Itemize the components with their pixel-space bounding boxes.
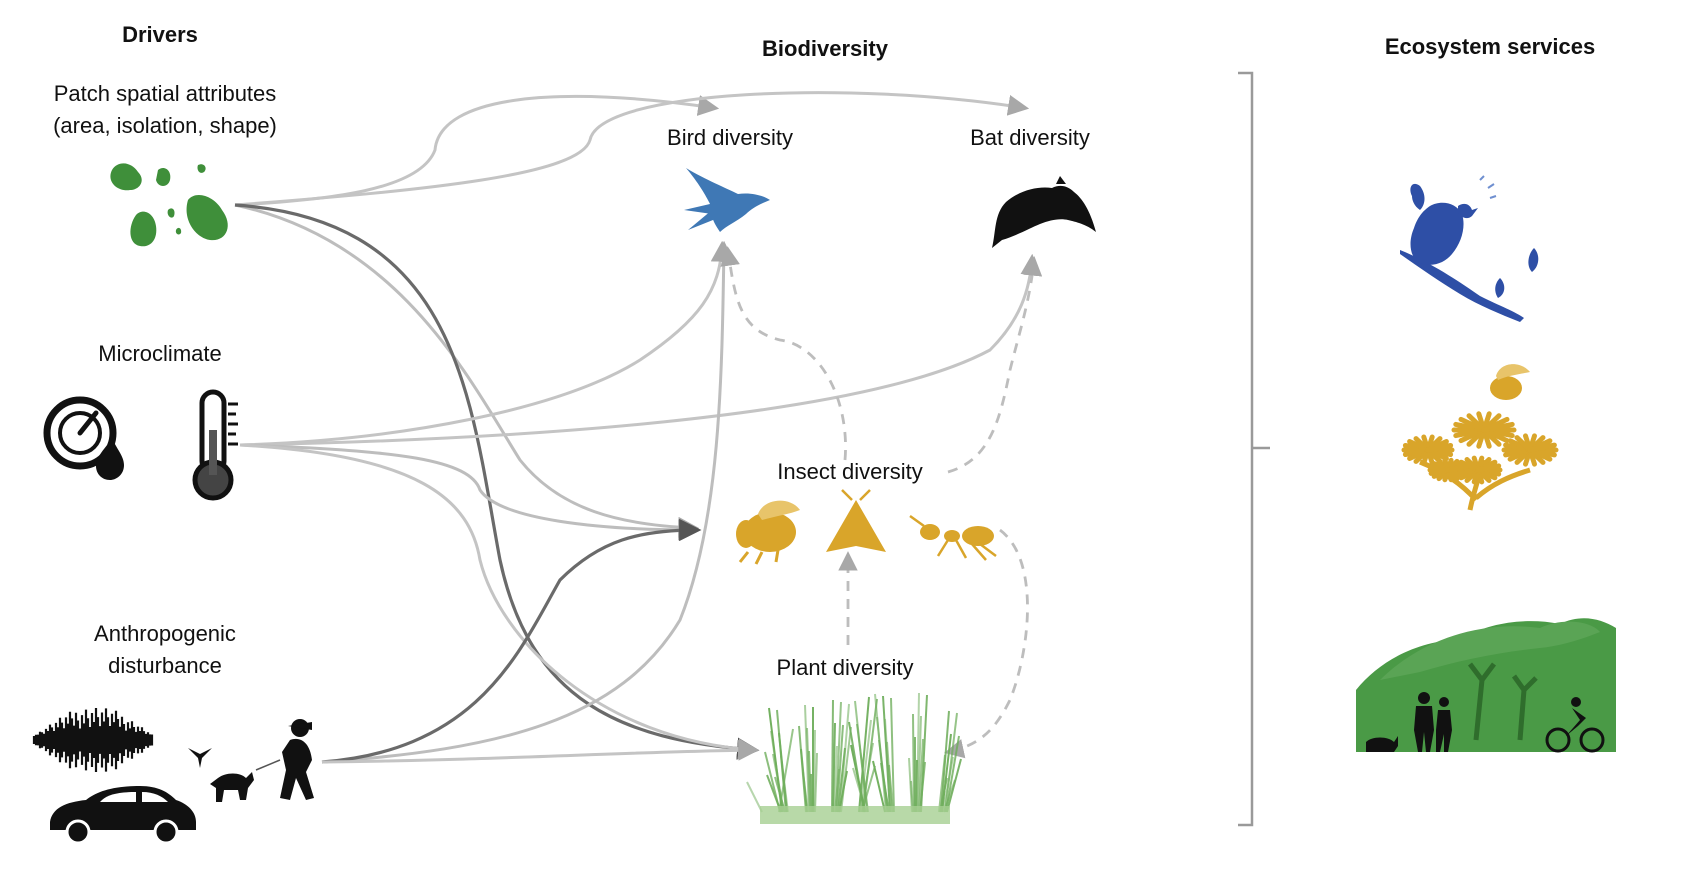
arrows-from-microclimate xyxy=(239,240,1042,760)
bee-icon xyxy=(736,500,800,565)
pressure-humidity-gauge-icon xyxy=(43,396,124,480)
patch-label-line1: Patch spatial attributes xyxy=(53,81,277,106)
arrows-from-anthropogenic xyxy=(321,240,760,764)
dashed-insect-to-bird xyxy=(720,246,847,461)
trophic-links xyxy=(720,246,1043,759)
biodiversity-header: Biodiversity xyxy=(762,36,888,61)
microclimate-label: Microclimate xyxy=(98,341,222,366)
anthro-label-line2: disturbance xyxy=(108,653,222,678)
moth-icon xyxy=(826,489,886,552)
arrow-anthro-to-bird xyxy=(321,240,735,764)
dashed-insect-to-bat xyxy=(947,256,1043,474)
patch-blobs-icon xyxy=(110,163,228,247)
services-bracket xyxy=(1238,71,1270,827)
bat-diversity-label: Bat diversity xyxy=(970,125,1090,150)
ecosystem-services-header: Ecosystem services xyxy=(1384,34,1596,59)
drone-icon xyxy=(188,748,212,768)
arrow-anthro-to-plant xyxy=(321,739,760,764)
bat-icon xyxy=(992,176,1096,248)
car-icon xyxy=(50,786,196,845)
sound-wave-icon xyxy=(32,708,154,772)
arrow-micro-to-bird xyxy=(239,240,732,447)
bird-diversity-label: Bird diversity xyxy=(667,125,793,150)
arrow-micro-to-insect xyxy=(239,443,700,541)
plant-diversity-label: Plant diversity xyxy=(776,655,914,680)
people-in-park-icon xyxy=(1356,618,1616,753)
anthro-label-line1: Anthropogenic xyxy=(94,621,236,646)
arrow-patch-to-bat xyxy=(234,91,1030,207)
thermometer-icon xyxy=(192,389,238,501)
swallow-bird-icon xyxy=(684,168,770,232)
bee-on-flower-icon xyxy=(1401,364,1559,511)
drivers-header: Drivers xyxy=(122,22,198,47)
grass-plants-icon xyxy=(746,692,962,824)
patch-attributes-label: Patch spatial attributes (area, isolatio… xyxy=(30,78,300,142)
arrow-micro-to-plant xyxy=(239,443,760,760)
anthropogenic-disturbance-label: Anthropogenic disturbance xyxy=(60,618,270,682)
insect-diversity-label: Insect diversity xyxy=(777,459,923,484)
arrow-anthro-to-insect xyxy=(321,518,702,764)
singing-bird-on-branch-icon xyxy=(1400,175,1539,322)
arrow-patch-to-plant xyxy=(234,203,760,760)
person-walking-dog-icon xyxy=(210,719,314,802)
patch-label-line2: (area, isolation, shape) xyxy=(53,113,277,138)
arrow-micro-to-bat xyxy=(239,253,1042,447)
dashed-insect-to-plant xyxy=(944,528,1029,759)
ant-icon xyxy=(909,514,997,561)
